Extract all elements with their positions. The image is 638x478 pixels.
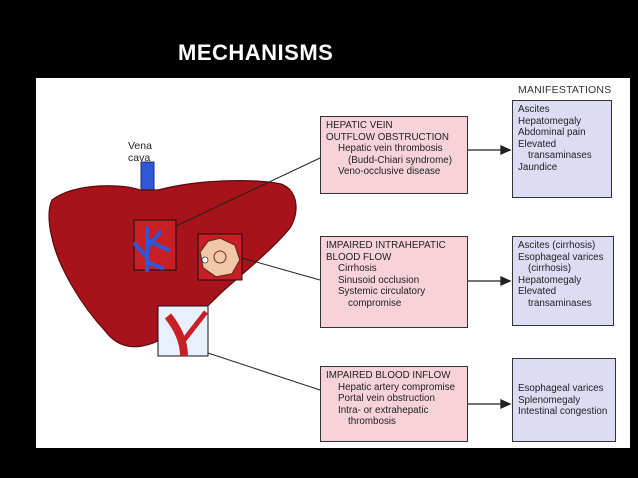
- mechanism-heading: IMPAIRED INTRAHEPATIC: [326, 240, 446, 251]
- manifestation-item: Elevated: [518, 138, 557, 150]
- mechanism-heading: BLOOD FLOW: [326, 251, 392, 263]
- manifestation-item: Jaundice: [518, 161, 558, 173]
- manifestation-item: transaminases: [528, 150, 592, 162]
- manifestation-item: Esophageal varices: [518, 383, 604, 394]
- arrow: [468, 144, 512, 156]
- diagram-panel: MANIFESTATIONS Vena cava: [36, 78, 630, 448]
- vena-cava-label: Vena cava: [128, 140, 152, 164]
- mechanism-item: Systemic circulatory: [338, 286, 426, 298]
- manifestation-item: Intestinal congestion: [518, 406, 608, 418]
- manifestation-item: (cirrhosis): [528, 263, 571, 275]
- liver-illustration: [48, 144, 512, 410]
- mechanism-item: Cirrhosis: [338, 263, 377, 275]
- mechanism-item: compromise: [348, 297, 402, 309]
- mechanism-heading: IMPAIRED BLOOD INFLOW: [326, 370, 451, 381]
- sinusoid-inset: [197, 233, 243, 281]
- mechanism-heading: OUTFLOW OBSTRUCTION: [326, 131, 450, 143]
- mechanism-item: thrombosis: [348, 416, 396, 428]
- mechanism-item: Hepatic artery compromise: [338, 381, 456, 393]
- manifestation-item: Esophageal varices: [518, 251, 604, 263]
- manifestation-box-inflow: Esophageal varices Splenomegaly Intestin…: [512, 358, 616, 442]
- manifestation-box-intrahepatic: Ascites (cirrhosis) Esophageal varices (…: [512, 236, 614, 326]
- manifestations-header: MANIFESTATIONS: [518, 84, 612, 96]
- mechanism-item: Sinusoid occlusion: [338, 274, 420, 286]
- portal-artery-inset: [157, 305, 209, 357]
- connector-line: [175, 157, 321, 227]
- arrow: [468, 275, 512, 287]
- mechanism-item: Hepatic vein thrombosis: [338, 143, 443, 155]
- connector-line: [241, 257, 321, 281]
- manifestation-item: Splenomegaly: [518, 394, 581, 406]
- hepatic-vein-inset: [133, 219, 177, 272]
- mechanism-box-inflow: IMPAIRED BLOOD INFLOW Hepatic artery com…: [320, 366, 468, 442]
- vena-cava-label-line: cava: [128, 152, 151, 164]
- mechanism-item: Intra- or extrahepatic: [338, 404, 429, 416]
- arrow: [468, 398, 512, 410]
- mechanism-heading: HEPATIC VEIN: [326, 120, 393, 131]
- manifestation-item: Hepatomegaly: [518, 115, 582, 127]
- page-title: MECHANISMS: [178, 40, 334, 65]
- manifestation-item: Abdominal pain: [518, 127, 586, 139]
- manifestation-item: Ascites: [518, 104, 550, 115]
- mechanism-item: (Budd-Chiari syndrome): [348, 154, 452, 166]
- mechanism-item: Portal vein obstruction: [338, 393, 435, 405]
- mechanism-box-outflow: HEPATIC VEIN OUTFLOW OBSTRUCTION Hepatic…: [320, 116, 468, 194]
- manifestation-item: Elevated: [518, 286, 557, 298]
- manifestation-item: Ascites (cirrhosis): [518, 240, 596, 251]
- mechanism-box-intrahepatic: IMPAIRED INTRAHEPATIC BLOOD FLOW Cirrhos…: [320, 236, 468, 328]
- connector-line: [207, 352, 321, 391]
- vena-cava-label-line: Vena: [128, 140, 152, 152]
- manifestation-box-outflow: Ascites Hepatomegaly Abdominal pain Elev…: [512, 100, 612, 198]
- mechanism-item: Veno-occlusive disease: [338, 166, 441, 178]
- manifestation-item: transaminases: [528, 297, 592, 309]
- manifestation-item: Hepatomegaly: [518, 274, 582, 286]
